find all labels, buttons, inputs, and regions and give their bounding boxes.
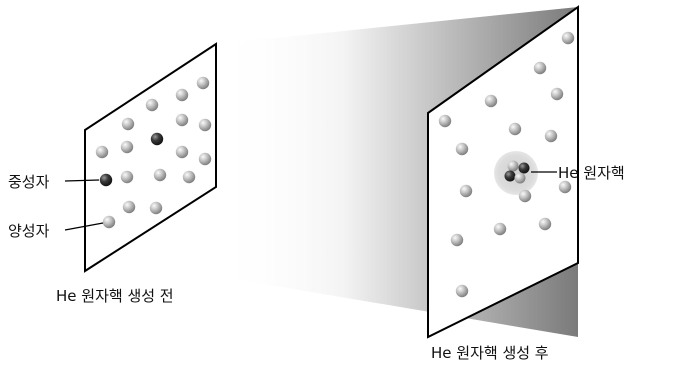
proton-particle xyxy=(459,184,473,198)
proton-particle xyxy=(493,222,507,236)
particles-before xyxy=(95,76,212,229)
proton-particle xyxy=(175,88,189,102)
proton-label: 양성자 xyxy=(8,222,50,240)
proton-particle xyxy=(122,200,136,214)
proton-particle xyxy=(544,129,558,143)
neutron-leader-line xyxy=(64,179,100,182)
he-proton xyxy=(514,172,526,184)
proton-particle xyxy=(198,152,212,166)
proton-particle xyxy=(484,94,498,108)
neutron-particle xyxy=(150,132,164,146)
proton-particle xyxy=(121,117,135,131)
he-neutron xyxy=(518,162,530,174)
proton-particle xyxy=(145,98,159,112)
he-nucleus-halo xyxy=(494,151,538,195)
proton-particle xyxy=(550,87,564,101)
he-proton xyxy=(507,160,519,172)
proton-particle xyxy=(455,284,469,298)
proton-particle xyxy=(102,215,116,229)
proton-particle xyxy=(120,170,134,184)
proton-particle xyxy=(561,31,575,45)
neutron-label: 중성자 xyxy=(8,173,50,191)
proton-particle xyxy=(175,113,189,127)
proton-particle xyxy=(538,217,552,231)
particles-after xyxy=(438,31,575,298)
proton-particle xyxy=(153,168,167,182)
he-neutron xyxy=(504,170,516,182)
proton-particle xyxy=(533,61,547,75)
proton-particle xyxy=(455,142,469,156)
proton-particle xyxy=(450,233,464,247)
neutron-particle xyxy=(99,173,113,187)
proton-particle xyxy=(198,118,212,132)
proton-particle xyxy=(149,201,163,215)
before-caption: He 원자핵 생성 전 xyxy=(56,287,174,305)
after-caption: He 원자핵 생성 후 xyxy=(431,344,549,362)
proton-leader-line xyxy=(64,222,104,231)
proton-particle xyxy=(508,122,522,136)
proton-particle xyxy=(95,145,109,159)
proton-particle xyxy=(175,145,189,159)
proton-particle xyxy=(518,189,532,203)
he-nucleus-label: He 원자핵 xyxy=(558,164,625,182)
he-nucleus xyxy=(504,160,530,184)
proton-particle xyxy=(438,114,452,128)
proton-particle xyxy=(196,76,210,90)
proton-particle xyxy=(182,170,196,184)
proton-particle xyxy=(558,180,572,194)
proton-particle xyxy=(120,140,134,154)
